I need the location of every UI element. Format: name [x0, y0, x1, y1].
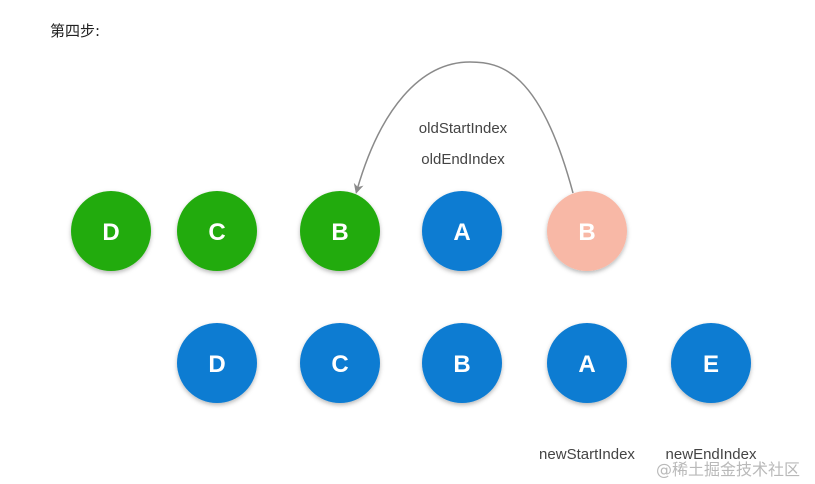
new-node-d-0: D	[177, 323, 257, 403]
new-node-c-1: C	[300, 323, 380, 403]
watermark: @稀土掘金技术社区	[656, 460, 801, 479]
old-start-index-label: oldStartIndex	[419, 120, 508, 137]
old-node-b-4-circle	[547, 191, 627, 271]
new-node-d-0-label: D	[208, 351, 225, 378]
new-node-c-1-circle	[300, 323, 380, 403]
new-node-a-3-circle	[547, 323, 627, 403]
old-node-b-2: B	[300, 191, 380, 271]
new-node-e-4-label: E	[703, 351, 719, 378]
old-node-b-4-label: B	[578, 219, 595, 246]
step-heading: 第四步:	[50, 22, 101, 40]
old-node-d-0: D	[71, 191, 151, 271]
old-node-c-1-label: C	[208, 219, 225, 246]
old-end-index-label: oldEndIndex	[421, 151, 505, 168]
old-node-c-1-circle	[177, 191, 257, 271]
new-node-d-0-circle	[177, 323, 257, 403]
old-node-d-0-circle	[71, 191, 151, 271]
new-node-a-3: A	[547, 323, 627, 403]
old-node-a-3-label: A	[453, 219, 470, 246]
old-node-a-3-circle	[422, 191, 502, 271]
move-arrow	[353, 61, 574, 194]
new-node-a-3-label: A	[578, 351, 595, 378]
new-end-index-label: newEndIndex	[666, 446, 757, 463]
new-node-e-4: E	[671, 323, 751, 403]
new-node-e-4-circle	[671, 323, 751, 403]
new-node-c-1-label: C	[331, 351, 348, 378]
new-node-b-2-label: B	[453, 351, 470, 378]
old-node-c-1: C	[177, 191, 257, 271]
old-node-b-2-circle	[300, 191, 380, 271]
new-node-b-2-circle	[422, 323, 502, 403]
old-node-b-4: B	[547, 191, 627, 271]
new-node-b-2: B	[422, 323, 502, 403]
old-node-b-2-label: B	[331, 219, 348, 246]
new-start-index-label: newStartIndex	[539, 446, 635, 463]
old-node-d-0-label: D	[102, 219, 119, 246]
old-node-a-3: A	[422, 191, 502, 271]
